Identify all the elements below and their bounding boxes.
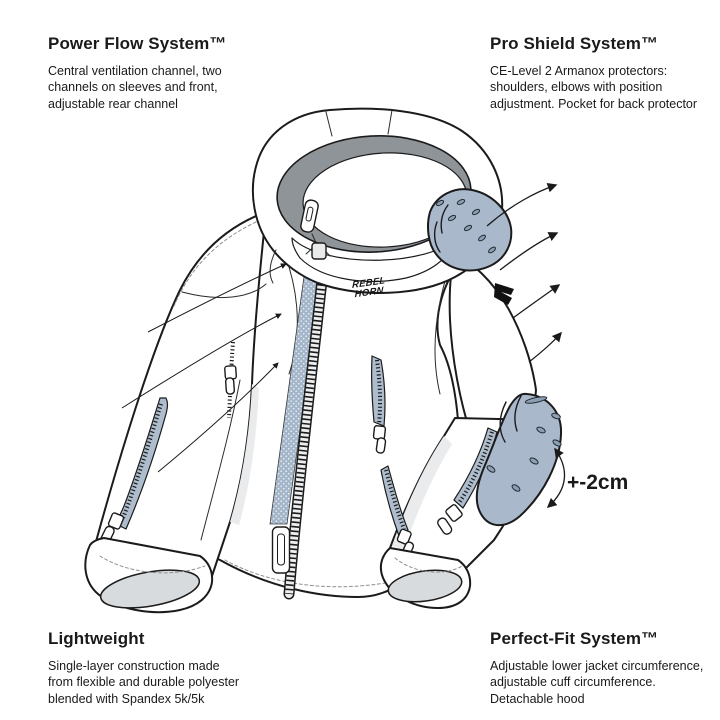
- right-cuff: [379, 547, 472, 609]
- feature-description: Central ventilation channel, two channel…: [48, 64, 222, 111]
- elbow-protector: [475, 392, 563, 527]
- feature-title: Perfect-Fit System™: [490, 629, 659, 648]
- adjustment-label: +-2cm: [567, 471, 628, 494]
- brand-logo: REBEL HORN: [352, 275, 386, 300]
- elbow-adjustment: +-2cm: [546, 447, 628, 508]
- feature-perfect-fit: Perfect-Fit System™ Adjustable lower jac…: [490, 629, 720, 707]
- brand-wing-icon: [494, 283, 514, 305]
- feature-description: Single-layer construction made from flex…: [48, 659, 240, 706]
- adjustment-range-arrow: [546, 447, 566, 508]
- feature-pro-shield: Pro Shield System™ CE-Level 2 Armanox pr…: [490, 34, 720, 112]
- chest-vent-zipper-right-lower: [380, 465, 415, 558]
- left-cuff: [84, 537, 214, 614]
- feature-description: CE-Level 2 Armanox protectors: shoulders…: [490, 64, 698, 111]
- chest-vent-zipper-right-upper: [371, 355, 387, 454]
- sleeve-vent-zipper-left: [100, 397, 169, 545]
- feature-description: Adjustable lower jacket circumference, a…: [490, 659, 704, 706]
- feature-title: Lightweight: [48, 629, 145, 648]
- zipper-pull: [300, 199, 327, 260]
- main-zipper: [271, 256, 330, 600]
- brand-logo-line2: HORN: [355, 285, 385, 300]
- feature-title: Power Flow System™: [48, 34, 227, 53]
- chest-vent-zipper-left: [224, 341, 238, 419]
- shoulder-protector: [427, 188, 513, 272]
- feature-power-flow: Power Flow System™ Central ventilation c…: [48, 34, 288, 112]
- ventilation-leader-arrows: [121, 263, 287, 473]
- feature-title: Pro Shield System™: [490, 34, 659, 53]
- feature-lightweight: Lightweight Single-layer construction ma…: [48, 629, 288, 707]
- sleeve-vent-zipper-right: [437, 427, 498, 535]
- airflow-arrows: [486, 182, 562, 363]
- brand-logo-line1: REBEL: [352, 275, 386, 291]
